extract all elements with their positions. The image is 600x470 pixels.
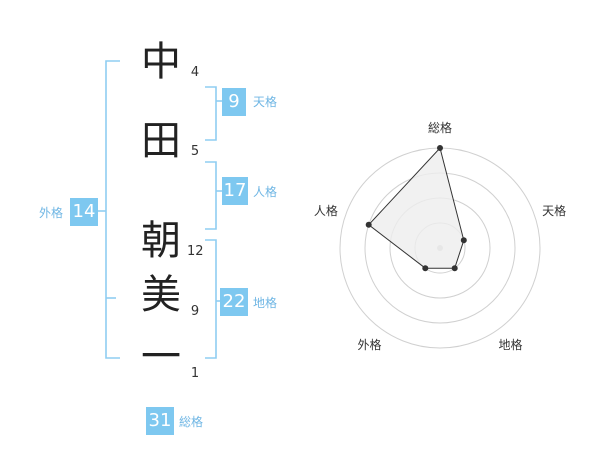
soukaku-label: 総格 <box>179 415 204 429</box>
name-char-4: 美 <box>141 272 181 318</box>
radar-axis-label-5: 人格 <box>314 203 338 218</box>
radar-point-5 <box>365 221 372 228</box>
jinkaku-bracket <box>205 161 217 230</box>
radar-axis-label-4: 外格 <box>357 337 381 352</box>
stroke-count-3: 12 <box>187 244 204 259</box>
radar-point-4 <box>422 265 429 272</box>
gaikaku-badge: 14 <box>70 198 98 226</box>
stroke-count-2: 5 <box>190 144 200 159</box>
jinkaku-badge: 17 <box>222 177 248 205</box>
tenkaku-label: 天格 <box>253 95 278 109</box>
stroke-count-4: 9 <box>190 304 200 319</box>
gaikaku-bracket <box>105 60 120 359</box>
radar-axis-label-1: 総格 <box>428 120 452 135</box>
name-char-3: 朝 <box>141 218 181 264</box>
gaikaku-label: 外格 <box>39 206 64 220</box>
chikaku-bracket <box>205 239 217 359</box>
tenkaku-badge: 9 <box>222 88 246 116</box>
name-char-5: 一 <box>141 334 181 380</box>
chikaku-label: 地格 <box>253 296 278 310</box>
radar-axis-label-3: 地格 <box>498 337 522 352</box>
stroke-count-1: 4 <box>190 65 200 80</box>
soukaku-badge: 31 <box>146 407 174 435</box>
name-char-1: 中 <box>141 39 181 85</box>
chikaku-badge: 22 <box>220 288 248 316</box>
radar-point-3 <box>451 265 458 272</box>
radar-area <box>367 146 465 269</box>
tenkaku-bracket <box>205 86 217 141</box>
radar-point-1 <box>437 145 443 151</box>
radar-axis-label-2: 天格 <box>542 203 566 218</box>
name-char-2: 田 <box>141 118 181 164</box>
radar-point-2 <box>460 237 467 244</box>
stroke-count-5: 1 <box>190 366 200 381</box>
jinkaku-label: 人格 <box>253 185 278 199</box>
